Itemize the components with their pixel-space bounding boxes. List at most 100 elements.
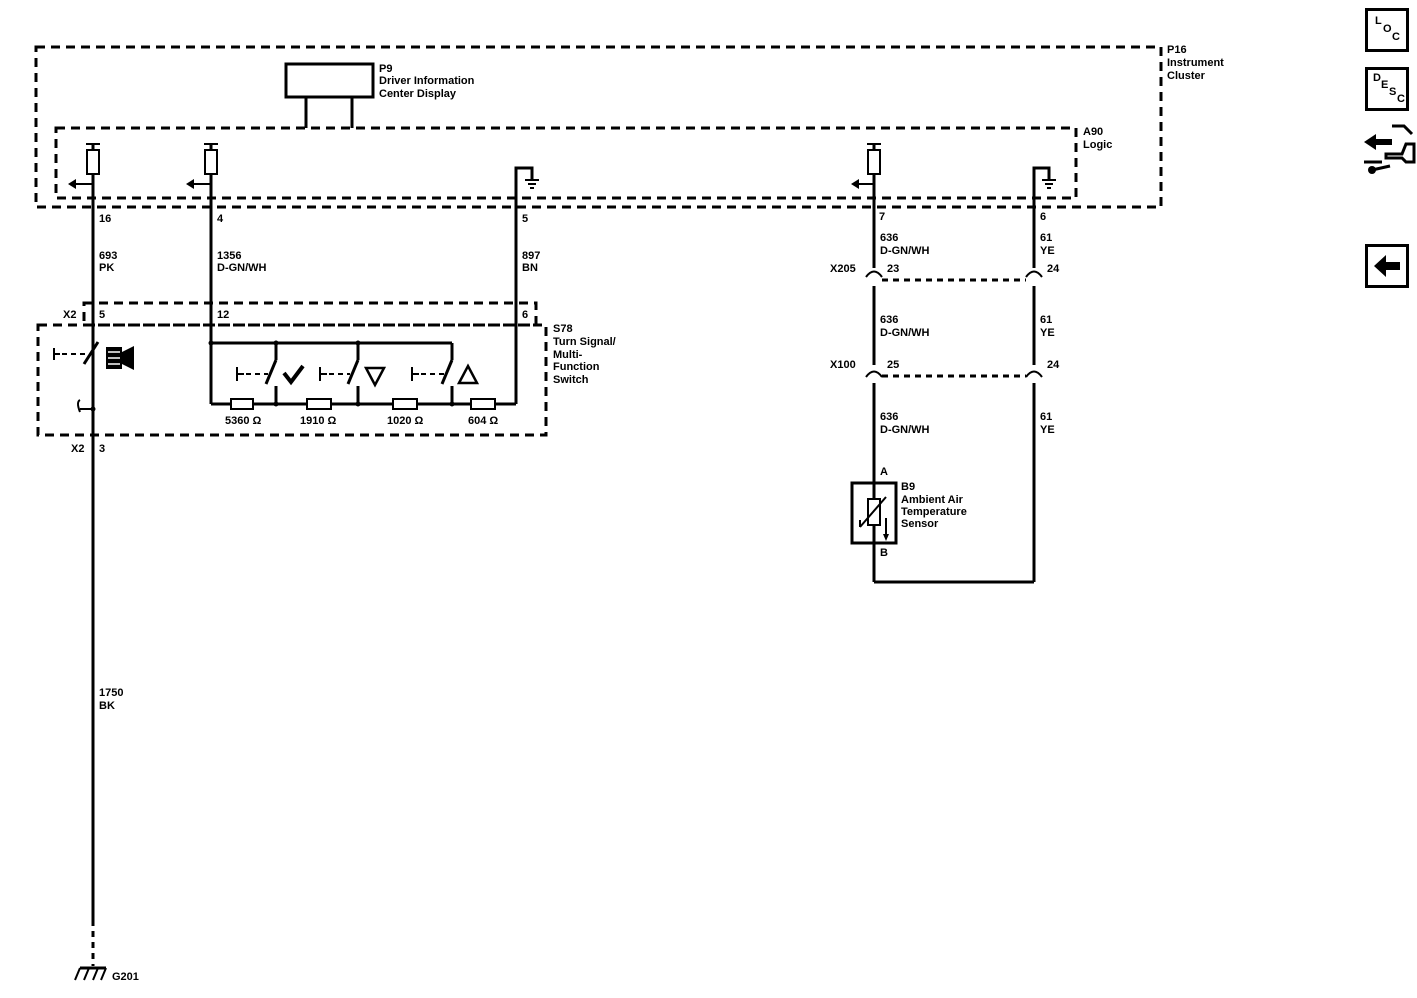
s78-label: S78 Turn Signal/ Multi- Function Switch <box>553 323 616 386</box>
connector-x2-top-label: X2 <box>63 309 76 321</box>
desc-letter-c: C <box>1397 93 1405 105</box>
svg-text:S78: S78 <box>553 323 573 335</box>
x2-connector-boundary <box>82 301 538 327</box>
description-button[interactable]: D E S C <box>1365 67 1409 111</box>
a90-logic-boundary <box>54 126 1078 200</box>
svg-text:Ambient Air: Ambient Air <box>901 494 964 506</box>
svg-text:61: 61 <box>1040 232 1052 244</box>
pullup-fuse-icon <box>867 143 881 184</box>
g201-label: G201 <box>112 971 139 983</box>
svg-text:Center Display: Center Display <box>379 88 457 100</box>
signal-arrow-icon <box>68 179 93 189</box>
desc-letter-s: S <box>1389 86 1397 98</box>
loc-letter-c: C <box>1392 31 1400 43</box>
diode-hook-icon <box>77 399 93 413</box>
svg-text:636: 636 <box>880 232 898 244</box>
svg-text:D-GN/WH: D-GN/WH <box>217 262 267 274</box>
triangle-up-icon <box>456 363 480 385</box>
svg-text:Turn Signal/: Turn Signal/ <box>553 336 616 348</box>
svg-text:Switch: Switch <box>553 374 589 386</box>
connector-x2-bottom-label: X2 <box>71 443 84 455</box>
svg-text:61: 61 <box>1040 411 1052 423</box>
x2-pin-6: 6 <box>522 309 528 321</box>
inline-connector-x205 <box>865 270 1043 282</box>
b9-pin-a: A <box>880 466 888 478</box>
svg-text:897: 897 <box>522 250 540 262</box>
svg-text:Driver Information: Driver Information <box>379 75 475 87</box>
ground-icon <box>514 166 539 207</box>
connector-icon[interactable] <box>1362 120 1417 178</box>
resistor-604-label: 604 Ω <box>468 415 498 427</box>
svg-text:636: 636 <box>880 314 898 326</box>
svg-text:BK: BK <box>99 700 115 712</box>
p16-instrument-cluster-boundary <box>34 45 1163 209</box>
desc-letter-e: E <box>1381 79 1389 91</box>
resistor-1020 <box>392 398 418 410</box>
svg-text:Temperature: Temperature <box>901 506 967 518</box>
resistor-604 <box>470 398 496 410</box>
resistor-5360 <box>230 398 254 410</box>
loc-letter-o: O <box>1383 23 1392 35</box>
x205-pin-23: 23 <box>887 263 899 275</box>
back-button[interactable] <box>1365 244 1409 288</box>
svg-text:D-GN/WH: D-GN/WH <box>880 424 930 436</box>
p9-label: P9 Driver Information Center Display <box>379 63 475 100</box>
x2-pin-3: 3 <box>99 443 105 455</box>
p16-label: P16 Instrument Cluster <box>1167 44 1224 82</box>
resistor-1910 <box>306 398 332 410</box>
svg-text:Cluster: Cluster <box>1167 70 1206 82</box>
cruise-switch <box>53 341 100 365</box>
svg-text:1750: 1750 <box>99 687 123 699</box>
svg-text:P16: P16 <box>1167 44 1187 56</box>
x2-pin-5: 5 <box>99 309 105 321</box>
p9-display-block <box>284 62 375 128</box>
svg-text:BN: BN <box>522 262 538 274</box>
svg-text:Instrument: Instrument <box>1167 57 1224 69</box>
arrow-left-icon <box>1374 255 1400 277</box>
connector-x205-label: X205 <box>830 263 856 275</box>
signal-arrow-icon <box>186 179 211 189</box>
svg-text:61: 61 <box>1040 314 1052 326</box>
s78-switch-boundary <box>36 323 548 437</box>
b9-pin-b: B <box>880 547 888 559</box>
svg-text:Function: Function <box>553 361 600 373</box>
svg-text:PK: PK <box>99 262 114 274</box>
desc-letter-d: D <box>1373 72 1381 84</box>
svg-text:P9: P9 <box>379 63 392 75</box>
x205-pin-24: 24 <box>1047 263 1060 275</box>
signal-arrow-icon <box>851 179 874 189</box>
pin-5: 5 <box>522 213 528 225</box>
resistor-1910-label: 1910 Ω <box>300 415 337 427</box>
location-button[interactable]: L O C <box>1365 8 1409 52</box>
svg-text:D-GN/WH: D-GN/WH <box>880 327 930 339</box>
svg-text:D-GN/WH: D-GN/WH <box>880 245 930 257</box>
pullup-fuse-icon <box>204 143 218 184</box>
x100-pin-24: 24 <box>1047 359 1060 371</box>
pin-16: 16 <box>99 213 111 225</box>
svg-text:YE: YE <box>1040 327 1055 339</box>
b9-label: B9 Ambient Air Temperature Sensor <box>901 481 967 530</box>
connector-x100-label: X100 <box>830 359 856 371</box>
x100-pin-25: 25 <box>887 359 899 371</box>
inline-connector-x100 <box>865 370 1043 378</box>
b9-thermistor <box>850 481 898 545</box>
pin-4: 4 <box>217 213 224 225</box>
svg-text:Multi-: Multi- <box>553 349 583 361</box>
svg-text:B9: B9 <box>901 481 915 493</box>
svg-text:YE: YE <box>1040 424 1055 436</box>
x2-pin-12: 12 <box>217 309 229 321</box>
svg-text:A90: A90 <box>1083 126 1103 138</box>
pullup-fuse-icon <box>86 143 100 184</box>
triangle-down-icon <box>363 366 387 388</box>
checkmark-icon <box>282 364 305 386</box>
svg-text:YE: YE <box>1040 245 1055 257</box>
svg-text:636: 636 <box>880 411 898 423</box>
a90-label: A90 Logic <box>1083 126 1112 151</box>
